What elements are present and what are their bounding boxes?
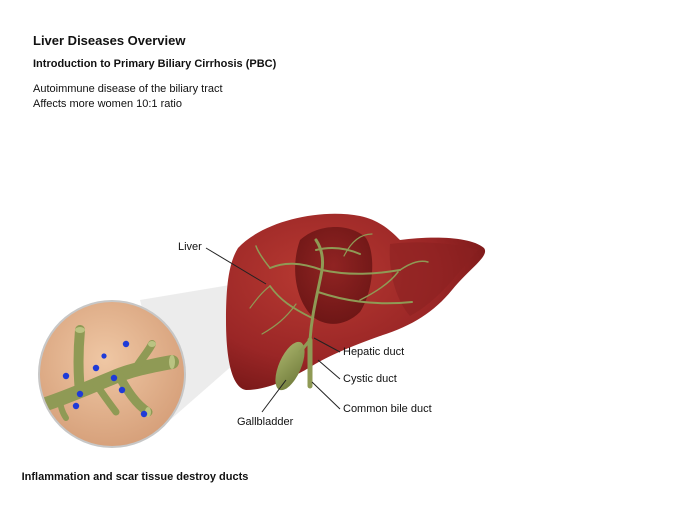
page-title: Liver Diseases Overview [33,33,186,48]
description-line: Affects more women 10:1 ratio [33,98,182,110]
page-subtitle: Introduction to Primary Biliary Cirrhosi… [33,58,277,70]
bile-ducts [249,233,429,389]
description-line: Autoimmune disease of the biliary tract [33,83,223,95]
hepatic-duct-label: Hepatic duct [343,346,405,358]
cystic-duct-label: Cystic duct [343,373,397,385]
gallbladder-label: Gallbladder [237,416,294,428]
inset-magnified-view [38,300,186,448]
liver-label: Liver [178,241,202,253]
common-bile-duct-label: Common bile duct [343,403,432,415]
leader-lines [205,247,341,413]
inset-caption: Inflammation and scar tissue destroy duc… [21,471,249,483]
gallbladder [275,341,305,391]
caudate-lobe [295,227,373,324]
description-list: Autoimmune disease of the biliary tract … [33,82,223,112]
inflammation-cells [62,340,148,418]
